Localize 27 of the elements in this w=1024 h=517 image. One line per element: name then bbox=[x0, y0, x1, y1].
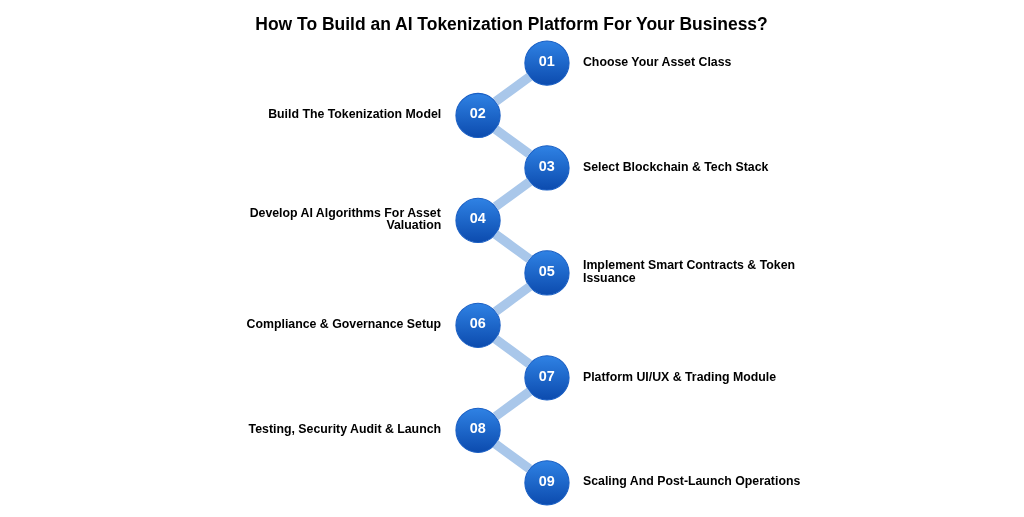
node-label: Develop AI Algorithms For Asset Valuation bbox=[249, 205, 441, 232]
connector bbox=[492, 125, 532, 158]
connector bbox=[492, 439, 532, 473]
node-circle: 04 bbox=[454, 197, 501, 243]
node-circle: 09 bbox=[523, 459, 570, 505]
node-circle: 07 bbox=[523, 354, 570, 400]
node-label: Scaling And Post-Launch Operations bbox=[582, 473, 800, 488]
node-label: Select Blockchain & Tech Stack bbox=[582, 159, 768, 174]
connector bbox=[492, 72, 532, 105]
node-circle: 01 bbox=[523, 39, 570, 86]
node-circle: 02 bbox=[454, 92, 501, 138]
connector bbox=[492, 177, 532, 210]
connector bbox=[492, 229, 532, 263]
node-circle: 03 bbox=[523, 144, 570, 191]
connector bbox=[492, 282, 532, 315]
node-label: Testing, Security Audit & Launch bbox=[248, 421, 441, 436]
connector bbox=[492, 387, 532, 420]
diagram-title: How To Build an AI Tokenization Platform For Your Business? bbox=[254, 13, 768, 34]
node-circle: 06 bbox=[454, 302, 501, 348]
node-label: Platform UI/UX & Trading Module bbox=[582, 369, 776, 383]
node-circle: 05 bbox=[523, 249, 570, 296]
node-label: Implement Smart Contracts & Token Issuance bbox=[582, 257, 795, 285]
node-circle: 08 bbox=[454, 407, 501, 453]
node-label: Compliance & Governance Setup bbox=[246, 316, 441, 331]
node-label: Choose Your Asset Class bbox=[582, 54, 731, 69]
node-label: Build The Tokenization Model bbox=[267, 106, 441, 121]
connector bbox=[492, 334, 532, 368]
